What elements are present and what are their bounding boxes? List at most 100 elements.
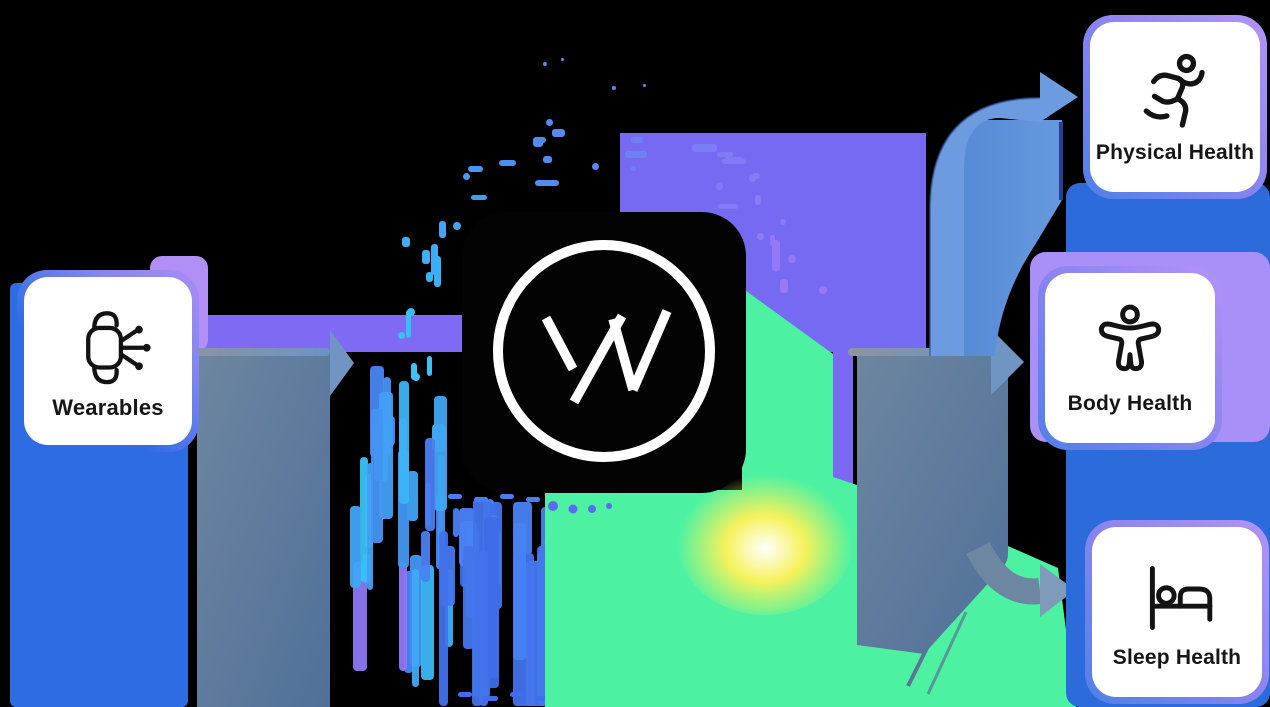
particle — [422, 254, 430, 262]
running-person-icon — [1143, 53, 1205, 128]
particle — [425, 483, 431, 525]
particle — [483, 503, 496, 561]
particle — [353, 562, 367, 671]
particle — [398, 450, 409, 568]
particle — [770, 235, 775, 246]
particle — [772, 240, 780, 271]
particle — [541, 507, 560, 610]
particle — [546, 119, 553, 126]
particle — [472, 556, 482, 706]
particle — [399, 562, 407, 671]
particle — [716, 183, 723, 190]
particle — [612, 86, 616, 90]
particle — [406, 310, 411, 338]
particle — [453, 508, 459, 537]
particle — [780, 279, 788, 293]
particle — [484, 517, 499, 688]
particle — [755, 195, 761, 205]
particle — [381, 416, 395, 446]
body-health-card: Body Health — [1038, 266, 1222, 450]
particle — [434, 396, 447, 511]
particle — [526, 497, 540, 502]
particle — [537, 546, 548, 679]
particle — [379, 392, 393, 519]
particle — [510, 692, 524, 697]
particle — [463, 173, 470, 180]
particle — [513, 553, 534, 706]
particle — [749, 175, 756, 182]
body-health-label: Body Health — [1067, 391, 1193, 415]
particle — [412, 569, 419, 687]
particle — [407, 308, 415, 316]
arrow-left — [182, 330, 354, 707]
particle — [426, 272, 433, 282]
arrow-left-line — [182, 348, 330, 356]
particle — [350, 506, 361, 588]
bed-icon — [1149, 565, 1213, 630]
particle — [692, 144, 717, 152]
particle — [819, 286, 827, 294]
wearables-card-inner: Wearables — [24, 277, 192, 445]
dot-row — [548, 501, 612, 514]
particle — [489, 515, 498, 587]
particle — [439, 531, 448, 706]
particle — [399, 418, 407, 490]
particle — [422, 250, 430, 264]
particle — [453, 222, 461, 230]
body-health-card-inner: Body Health — [1045, 273, 1215, 443]
arrow-left-shaft — [197, 352, 330, 707]
particle — [421, 565, 434, 680]
particle — [367, 463, 373, 590]
particle — [513, 523, 526, 660]
particle — [460, 521, 477, 587]
whoop-logo-tile — [462, 212, 746, 493]
particle — [463, 546, 474, 649]
particle — [425, 438, 435, 531]
particle — [410, 555, 422, 667]
particle — [376, 408, 382, 431]
particle — [360, 457, 368, 582]
particle — [543, 62, 547, 66]
particle — [468, 166, 483, 172]
ribbon-up-outline — [929, 97, 1041, 356]
particle — [484, 502, 492, 563]
particle — [722, 159, 746, 164]
particle — [625, 151, 647, 158]
particle — [466, 528, 479, 618]
ribbon-down-arrow — [906, 541, 1075, 695]
arrow-right-head — [991, 329, 1024, 395]
particle — [407, 471, 418, 521]
particle — [535, 180, 559, 186]
particle — [374, 424, 388, 481]
particle — [561, 58, 564, 61]
physical-health-label: Physical Health — [1095, 140, 1255, 164]
particle — [365, 474, 373, 548]
particle — [757, 233, 764, 240]
particle — [479, 551, 488, 706]
particle — [421, 531, 430, 582]
ribbon-down-streak-2 — [926, 611, 968, 695]
particle — [458, 692, 472, 697]
particle — [431, 244, 438, 275]
particle — [643, 84, 646, 87]
particle — [399, 381, 409, 504]
particle — [513, 502, 532, 555]
sleep-health-label: Sleep Health — [1112, 645, 1242, 669]
particle — [484, 696, 498, 701]
particle — [406, 324, 411, 329]
particle — [592, 163, 599, 170]
whoop-logo-mark — [493, 240, 715, 462]
particle — [474, 497, 488, 502]
particle — [500, 494, 514, 499]
sleep-health-card: Sleep Health — [1085, 520, 1269, 704]
arrow-left-head — [330, 330, 354, 396]
standing-person-icon — [1098, 304, 1162, 371]
particle — [614, 692, 628, 697]
particle — [718, 204, 738, 209]
particle — [526, 561, 547, 706]
particle — [717, 152, 733, 157]
particle — [539, 546, 553, 706]
particle — [631, 166, 636, 171]
particle — [471, 195, 487, 200]
arrow-right-shaft — [857, 352, 1008, 654]
